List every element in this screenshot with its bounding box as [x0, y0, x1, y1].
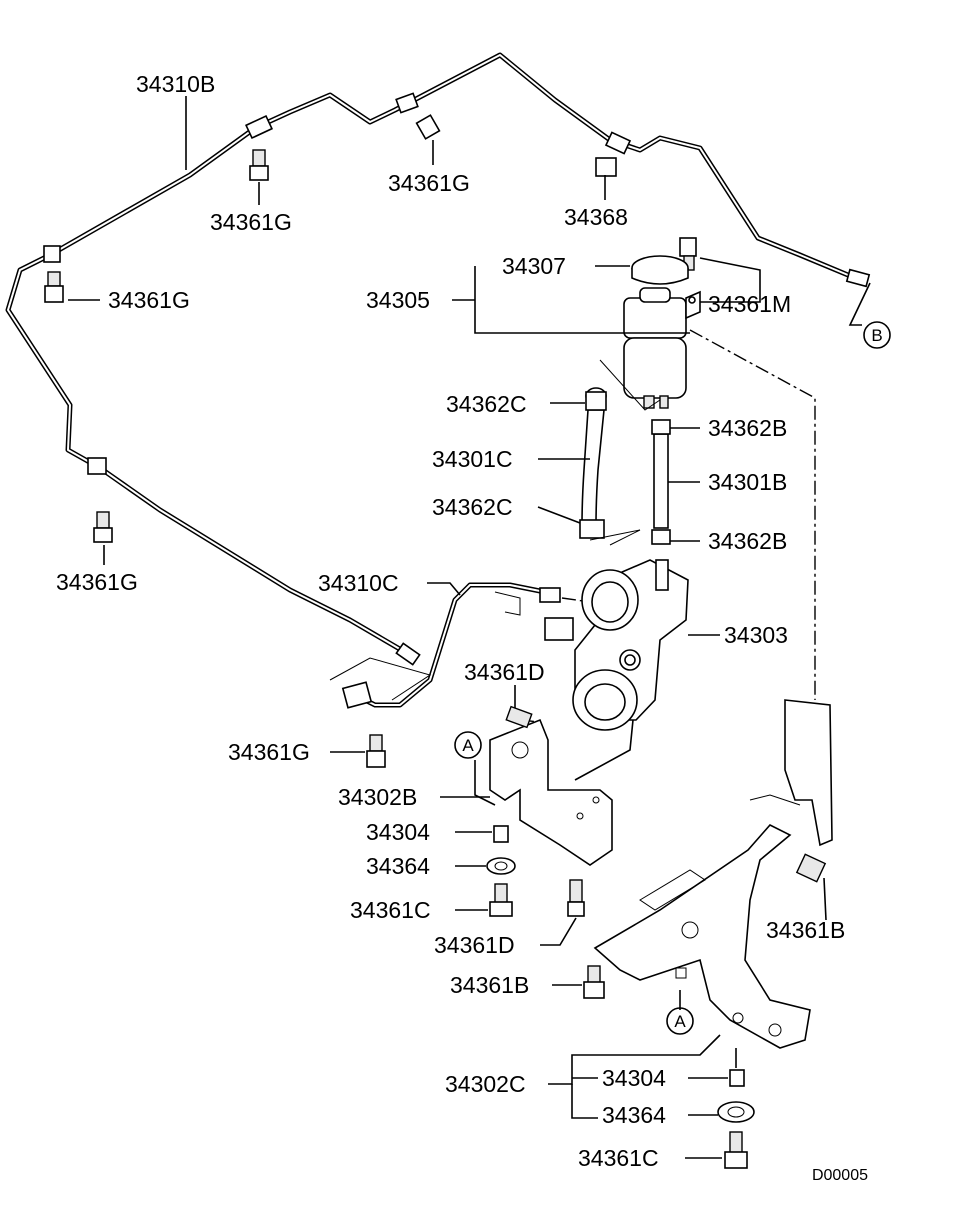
bolt-fittings: [44, 114, 697, 768]
label-34361g-3: 34361G: [108, 287, 190, 313]
label-34368: 34368: [564, 204, 628, 230]
ref-marker-a-lower: A: [666, 1007, 694, 1035]
ref-marker-a-upper-text: A: [462, 736, 474, 755]
ref-marker-a-upper: A: [454, 731, 482, 759]
hose-34301c: [579, 387, 641, 546]
bracket-34302b: [489, 705, 613, 866]
label-34301b: 34301B: [708, 469, 787, 495]
label-34362b-2: 34362B: [708, 528, 787, 554]
brake-pipe-34310b: [5, 52, 863, 658]
bracket-34302c-hardware: [717, 1069, 755, 1169]
diagram-code: D00005: [812, 1167, 868, 1184]
hydraulic-unit-34303: [494, 559, 689, 731]
label-34362b-1: 34362B: [708, 415, 787, 441]
hose-34301b: [651, 419, 671, 545]
label-34361g-5: 34361G: [228, 739, 310, 765]
label-34310c: 34310C: [318, 570, 399, 596]
leader-lines: [68, 96, 871, 1159]
label-34361d-1: 34361D: [464, 659, 545, 685]
reservoir-assembly: [599, 255, 701, 411]
bracket-34302b-hardware: [486, 825, 585, 917]
label-34361g-4: 34361G: [56, 569, 138, 595]
label-34361c-2: 34361C: [578, 1145, 659, 1171]
ref-marker-b: B: [863, 321, 891, 349]
label-34361g-1: 34361G: [210, 209, 292, 235]
label-34303: 34303: [724, 622, 788, 648]
label-34362c-2: 34362C: [432, 494, 513, 520]
label-34302b: 34302B: [338, 784, 417, 810]
label-34361b-1: 34361B: [766, 917, 845, 943]
label-34361d-2: 34361D: [434, 932, 515, 958]
bracket-34302c: [583, 699, 833, 1049]
label-34361m: 34361M: [708, 291, 791, 317]
pipe-clips: [43, 92, 871, 709]
brake-pipe-34310c: [352, 582, 548, 708]
label-34305: 34305: [366, 287, 430, 313]
label-34364-2: 34364: [602, 1102, 666, 1128]
ref-marker-a-lower-text: A: [674, 1012, 686, 1031]
label-34307: 34307: [502, 253, 566, 279]
label-34361c-1: 34361C: [350, 897, 431, 923]
label-34361g-2: 34361G: [388, 170, 470, 196]
label-34361b-2: 34361B: [450, 972, 529, 998]
label-34301c: 34301C: [432, 446, 513, 472]
label-34364-1: 34364: [366, 853, 430, 879]
label-34304-1: 34304: [366, 819, 430, 845]
label-34362c-1: 34362C: [446, 391, 527, 417]
label-34304-2: 34304: [602, 1065, 666, 1091]
part-labels: 34310B 34361G 34361G 34368 34361G 34307 …: [56, 71, 845, 1171]
ref-marker-b-text: B: [871, 326, 882, 345]
label-34302c: 34302C: [445, 1071, 526, 1097]
label-34310b: 34310B: [136, 71, 215, 97]
